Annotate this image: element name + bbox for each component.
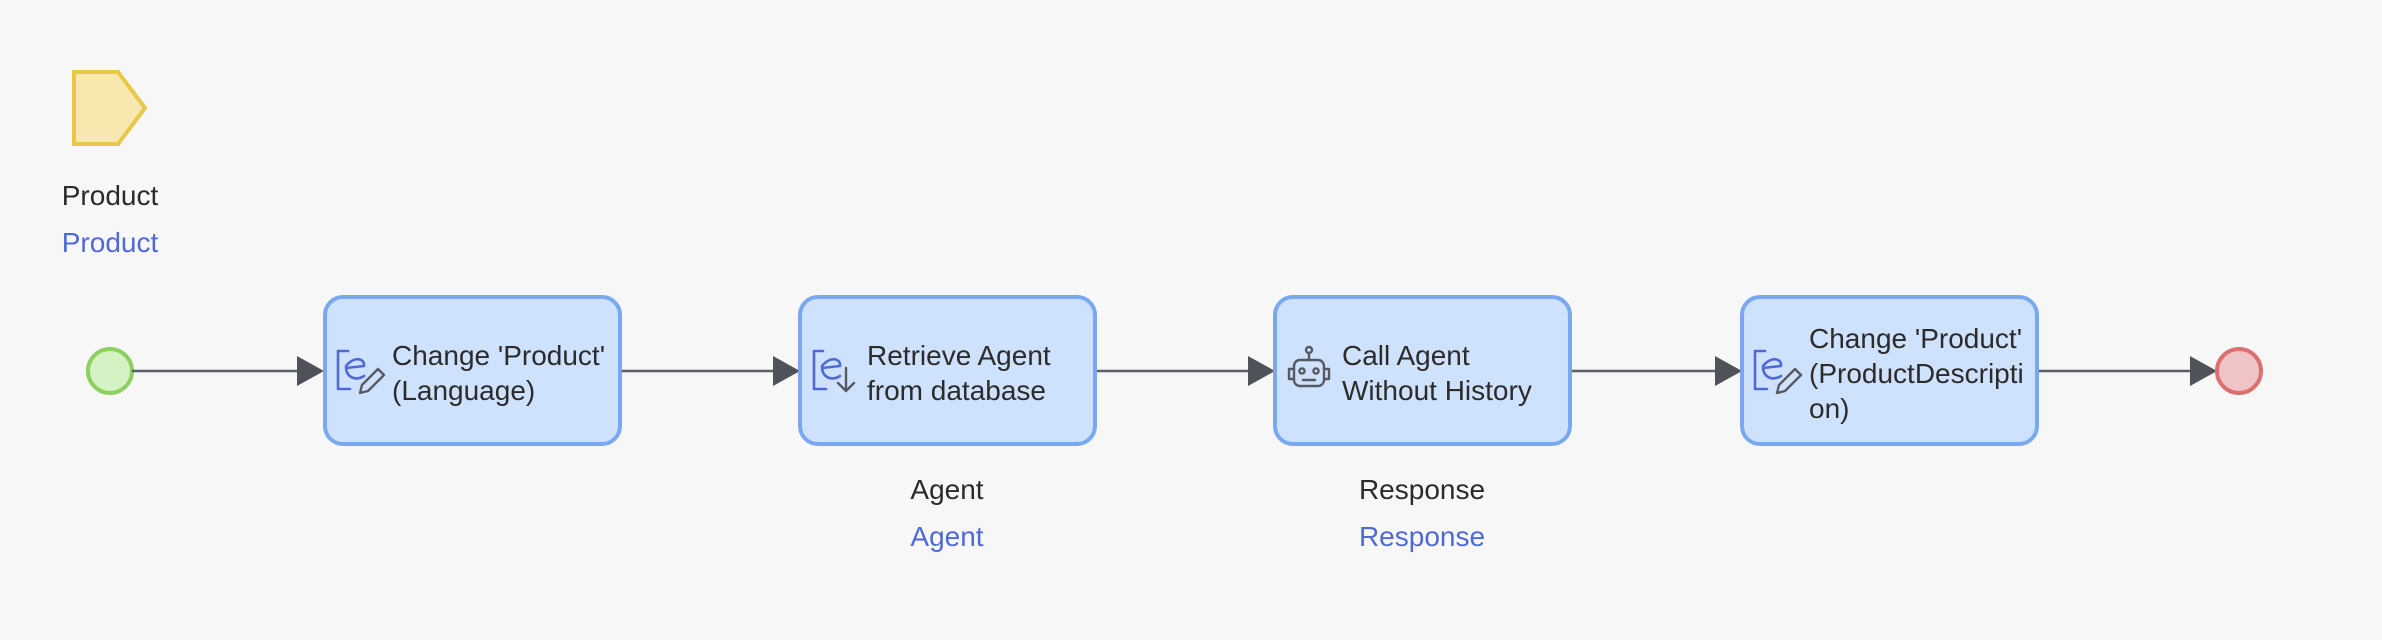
activity-change-product-language[interactable]: Change 'Product' (Language) xyxy=(323,295,622,446)
activity-call-agent[interactable]: Call Agent Without History Response Resp… xyxy=(1273,295,1572,552)
output-variable-type: Agent xyxy=(910,521,983,552)
activity-label-line-1: Call Agent xyxy=(1342,340,1470,371)
output-variable-name: Agent xyxy=(910,474,983,505)
sequence-flow-1[interactable] xyxy=(132,356,324,386)
sequence-flow-2[interactable] xyxy=(622,356,800,386)
arrow-head xyxy=(297,356,324,386)
activity-label-line-1: Retrieve Agent xyxy=(867,340,1051,371)
arrow-head xyxy=(773,356,800,386)
activity-box xyxy=(1740,295,2039,446)
arrow-head xyxy=(2190,356,2217,386)
sequence-flow-5[interactable] xyxy=(2039,356,2217,386)
parameter-name: Product xyxy=(62,180,159,211)
activity-box xyxy=(1273,295,1572,446)
change-object-icon xyxy=(336,349,386,395)
robot-icon xyxy=(1287,345,1331,388)
sequence-flow-4[interactable] xyxy=(1572,356,1742,386)
activity-label-line-2: (ProductDescripti xyxy=(1809,358,2024,389)
activity-label-line-2: from database xyxy=(867,375,1046,406)
start-event[interactable] xyxy=(86,347,134,395)
output-variable-name: Response xyxy=(1359,474,1485,505)
arrow-head xyxy=(1715,356,1742,386)
activity-box xyxy=(323,295,622,446)
output-variable-type: Response xyxy=(1359,521,1485,552)
activity-label-line-3: on) xyxy=(1809,393,1849,424)
parameter-type: Product xyxy=(62,227,159,258)
activity-label-line-1: Change 'Product' xyxy=(392,340,605,371)
change-object-icon xyxy=(1753,349,1803,395)
sequence-flow-3[interactable] xyxy=(1097,356,1275,386)
parameter-product[interactable]: Product Product xyxy=(62,70,159,258)
retrieve-object-icon xyxy=(812,349,856,393)
activity-label-line-2: (Language) xyxy=(392,375,535,406)
activity-box xyxy=(798,295,1097,446)
arrow-head xyxy=(1248,356,1275,386)
parameter-icon xyxy=(72,70,148,146)
activity-retrieve-agent[interactable]: Retrieve Agent from database Agent Agent xyxy=(798,295,1097,552)
end-event[interactable] xyxy=(2215,347,2263,395)
activity-change-product-description[interactable]: Change 'Product' (ProductDescripti on) xyxy=(1740,295,2039,446)
activity-label-line-1: Change 'Product' xyxy=(1809,323,2022,354)
activity-label-line-2: Without History xyxy=(1342,375,1532,406)
